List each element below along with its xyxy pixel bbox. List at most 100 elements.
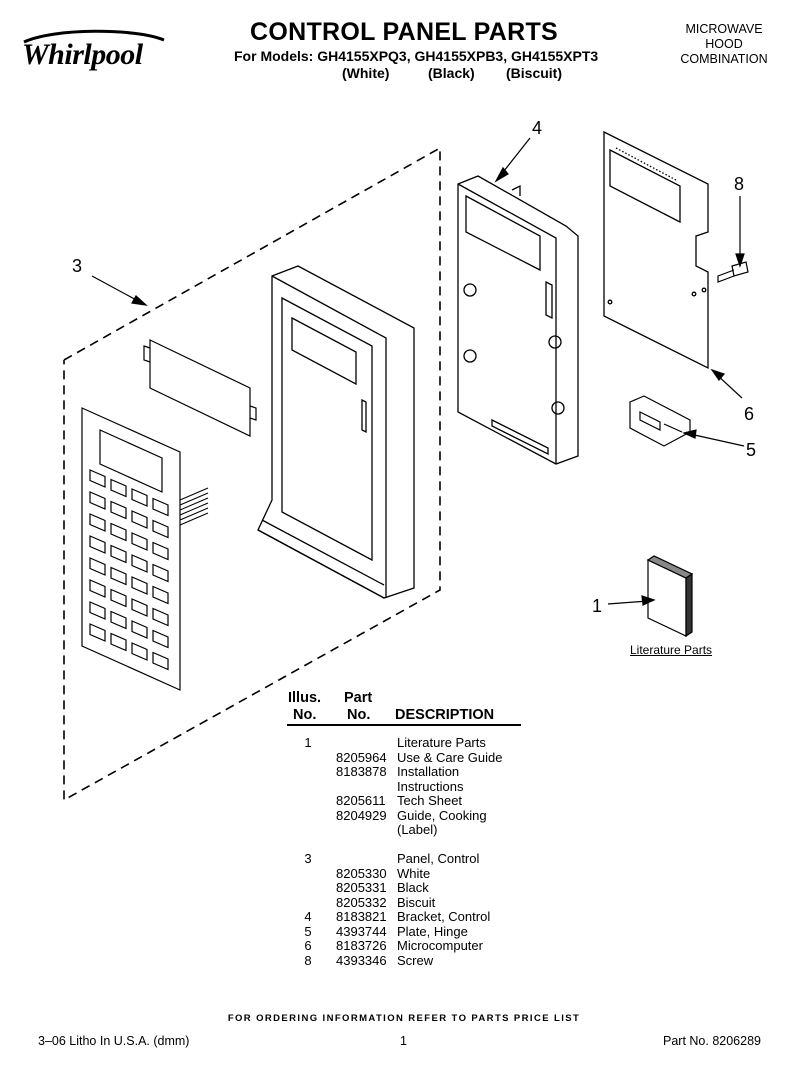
whirlpool-logo: Whirlpool bbox=[14, 28, 174, 78]
part-description: Instructions bbox=[397, 778, 464, 794]
callout-5: 5 bbox=[746, 440, 756, 460]
keypad-key bbox=[131, 576, 148, 595]
part-number: 8205611 bbox=[336, 793, 386, 808]
keypad-key bbox=[152, 585, 169, 605]
header-no: No. bbox=[293, 707, 317, 723]
part-description: Plate, Hinge bbox=[397, 923, 468, 939]
table-row: (Label) bbox=[0, 822, 808, 838]
category-line-3: COMBINATION bbox=[680, 52, 768, 66]
part-number: 8183821 bbox=[336, 909, 387, 924]
keypad-key bbox=[131, 510, 148, 529]
keypad-key bbox=[152, 607, 169, 627]
header-illus-no: Illus. No. bbox=[288, 690, 321, 724]
table-row: 8205331 Black bbox=[0, 880, 808, 896]
page-number: 1 bbox=[400, 1034, 407, 1048]
table-row: Instructions bbox=[0, 778, 808, 795]
header-description: DESCRIPTION bbox=[395, 707, 495, 723]
header-part-number: No. bbox=[347, 707, 371, 723]
microcomputer-board bbox=[603, 130, 709, 370]
part-description: Installation bbox=[397, 764, 460, 779]
part-description: Guide, Cooking bbox=[397, 807, 487, 823]
part-number: 8183726 bbox=[336, 938, 387, 953]
part-number: 4393744 bbox=[336, 923, 387, 939]
screw-part bbox=[717, 261, 749, 283]
keypad-key bbox=[89, 469, 106, 488]
keypad-key bbox=[110, 632, 127, 652]
hinge-plate bbox=[629, 395, 691, 447]
variant-biscuit: (Biscuit) bbox=[506, 65, 562, 81]
literature-parts-label: Literature Parts bbox=[630, 643, 713, 657]
keypad-key bbox=[110, 566, 127, 586]
keypad-key bbox=[110, 478, 127, 498]
table-row: 8204929 Guide, Cooking bbox=[0, 807, 808, 824]
litho-info: 3–06 Litho In U.S.A. (dmm) bbox=[38, 1034, 190, 1048]
keypad-key bbox=[131, 554, 148, 573]
product-category: MICROWAVE HOOD COMBINATION bbox=[672, 22, 776, 67]
keypad-key bbox=[131, 598, 148, 617]
table-row: 8205332 Biscuit bbox=[0, 894, 808, 911]
table-row: 8 4393346 Screw bbox=[0, 952, 808, 969]
header-part-no: Part No. bbox=[344, 690, 372, 724]
part-number: 8205964 bbox=[336, 749, 387, 765]
callout-3: 3 bbox=[72, 256, 82, 276]
callout-6: 6 bbox=[744, 404, 754, 424]
part-description: Microcomputer bbox=[397, 938, 483, 953]
illus-number: 3 bbox=[304, 851, 312, 866]
part-description: Bracket, Control bbox=[397, 909, 491, 924]
keypad-key bbox=[89, 513, 106, 532]
keypad-key bbox=[110, 610, 127, 630]
keypad-key bbox=[152, 497, 169, 517]
table-row: 8205611 Tech Sheet bbox=[0, 793, 808, 809]
keypad-key bbox=[131, 620, 148, 639]
part-description: Black bbox=[397, 880, 429, 895]
header-part: Part bbox=[344, 690, 373, 706]
callout-8: 8 bbox=[734, 174, 744, 194]
illus-number: 8 bbox=[304, 952, 312, 968]
keypad-membrane bbox=[81, 407, 209, 691]
part-description: Tech Sheet bbox=[397, 793, 463, 808]
callout-4: 4 bbox=[532, 118, 542, 138]
illus-number: 6 bbox=[304, 938, 312, 953]
part-number: 8205330 bbox=[336, 865, 387, 881]
part-description: Screw bbox=[397, 952, 434, 968]
leader-lines bbox=[91, 137, 745, 606]
part-description: Panel, Control bbox=[397, 851, 480, 866]
part-description: Biscuit bbox=[397, 894, 436, 910]
part-number: 8183878 bbox=[336, 764, 387, 779]
document-part-number: Part No. 8206289 bbox=[663, 1034, 761, 1048]
keypad-key bbox=[152, 541, 169, 561]
keypad-key bbox=[131, 532, 148, 551]
keypad-key bbox=[89, 601, 106, 620]
control-panel-frame bbox=[257, 265, 415, 599]
keypad-key bbox=[89, 491, 106, 510]
header-illus: Illus. bbox=[288, 690, 322, 706]
ordering-note: FOR ORDERING INFORMATION REFER TO PARTS … bbox=[227, 1013, 581, 1024]
part-description: (Label) bbox=[397, 822, 438, 837]
category-line-2: HOOD bbox=[705, 37, 743, 51]
bracket-control bbox=[457, 175, 579, 465]
part-number: 8205331 bbox=[336, 880, 387, 895]
model-list: For Models: GH4155XPQ3, GH4155XPB3, GH41… bbox=[234, 48, 599, 64]
keypad-key bbox=[110, 544, 127, 564]
part-description: Literature Parts bbox=[397, 735, 486, 750]
table-row: 6 8183726 Microcomputer bbox=[0, 938, 808, 954]
table-row bbox=[0, 838, 808, 853]
keypad-key bbox=[110, 522, 127, 542]
keypad-key bbox=[131, 642, 148, 661]
part-number: 8205332 bbox=[336, 894, 387, 910]
part-number: 4393346 bbox=[336, 952, 387, 968]
category-line-1: MICROWAVE bbox=[685, 22, 763, 36]
keypad-key bbox=[152, 651, 169, 671]
variant-white: (White) bbox=[342, 65, 390, 81]
keypad-key bbox=[152, 563, 169, 583]
part-number: 8204929 bbox=[336, 807, 387, 823]
callout-1: 1 bbox=[592, 596, 602, 616]
page-title: CONTROL PANEL PARTS bbox=[250, 18, 559, 46]
logo-swoosh bbox=[23, 29, 165, 44]
keypad-key bbox=[89, 557, 106, 576]
literature-booklet bbox=[646, 555, 694, 638]
